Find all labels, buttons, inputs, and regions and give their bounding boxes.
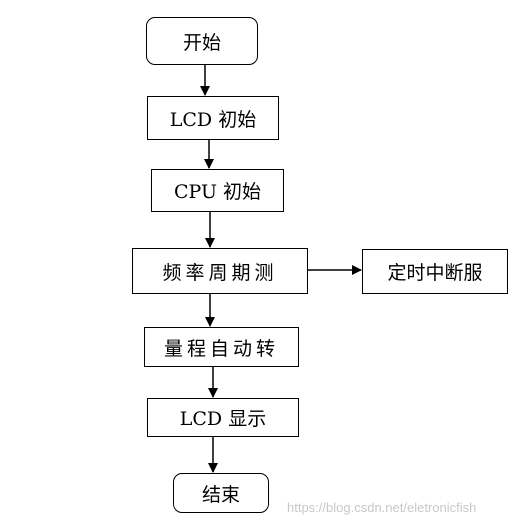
node-lcd-init: LCD 初始 [147,96,279,140]
watermark-text: https://blog.csdn.net/eletronicfish [287,500,477,515]
node-freq-measure-label: 频率周期测 [162,261,278,284]
node-auto-range: 量程自动转 [144,327,299,367]
node-cpu-init-label: CPU 初始 [173,181,262,203]
node-end: 结束 [173,473,269,513]
node-end-label: 结束 [201,483,240,506]
node-lcd-init-label: LCD 初始 [169,108,257,131]
node-start-label: 开始 [182,31,221,54]
node-lcd-display: LCD 显示 [147,398,299,437]
node-freq-measure: 频率周期测 [132,248,308,294]
node-start: 开始 [146,17,258,65]
node-lcd-display-label: LCD 显示 [179,408,267,430]
node-auto-range-label: 量程自动转 [163,337,279,360]
node-cpu-init: CPU 初始 [151,169,284,212]
node-timer-interrupt: 定时中断服 [362,249,508,294]
node-timer-interrupt-label: 定时中断服 [387,262,483,284]
